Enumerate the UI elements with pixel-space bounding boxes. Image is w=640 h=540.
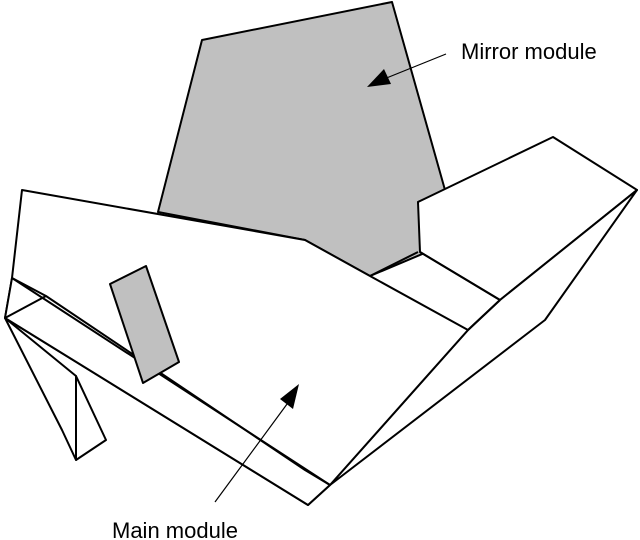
left-leg-strut bbox=[75, 375, 107, 461]
main-module-label: Main module bbox=[112, 518, 238, 540]
small-gray-component bbox=[109, 265, 180, 384]
groove-edge-lower bbox=[11, 277, 331, 486]
mirror-module-label: Mirror module bbox=[461, 39, 597, 64]
groove-edge-front bbox=[4, 295, 47, 319]
slot-edge-inner bbox=[419, 251, 501, 301]
mirror-module-arrowhead bbox=[367, 69, 391, 87]
mirror-module-leader-line bbox=[383, 53, 447, 80]
slot-edge-front bbox=[467, 299, 501, 331]
main-module-leader-line bbox=[214, 399, 291, 503]
main-module-arrowhead bbox=[280, 384, 299, 409]
slot-edge-back bbox=[369, 251, 419, 277]
